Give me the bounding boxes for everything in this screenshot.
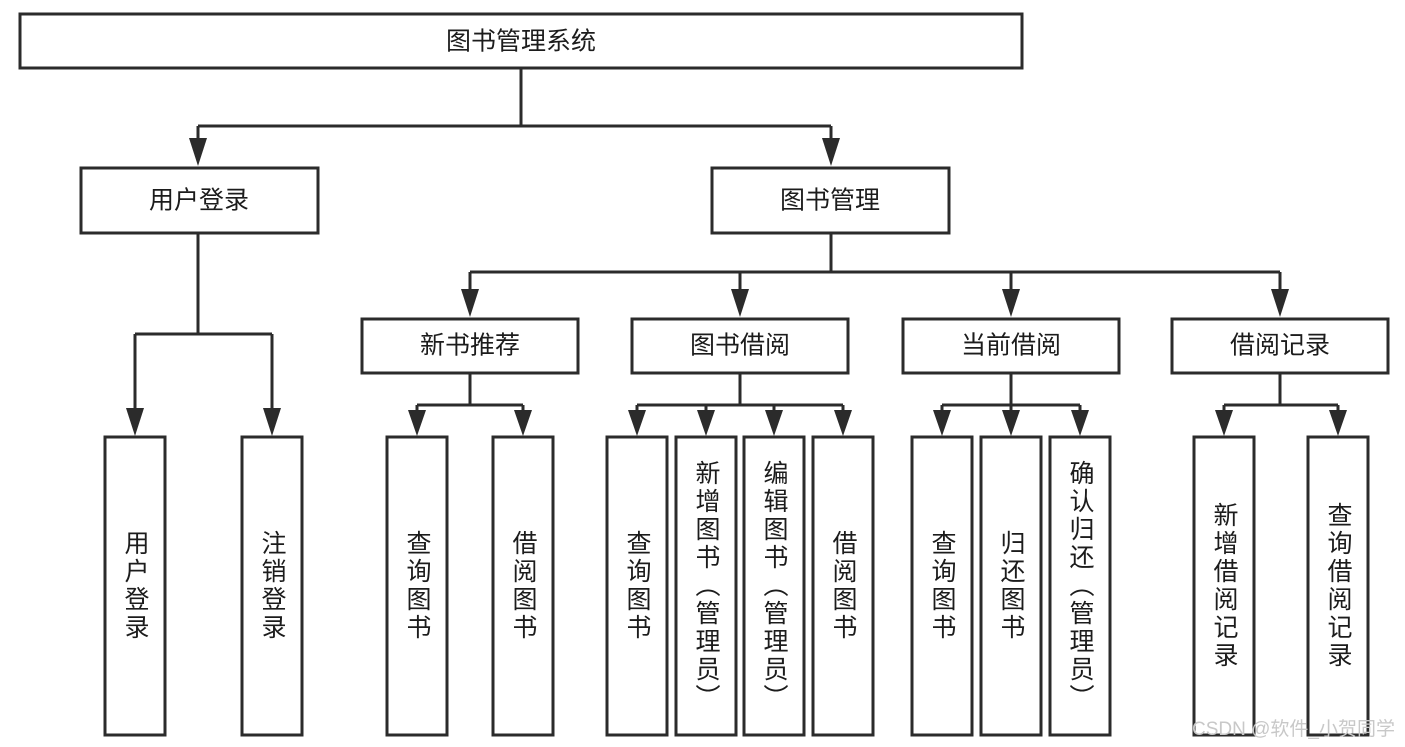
leaf-new-book-2-box[interactable] (491, 435, 555, 737)
leaf-book-borrow-2[interactable]: 新增图书（管理员） (674, 435, 738, 737)
leaf-current-borrow-3-label: 确认归还（管理员） (1066, 460, 1095, 712)
leaf-book-borrow-2-label: 新增图书（管理员） (692, 460, 721, 712)
leaf-user-login-2-label: 注销登录 (258, 530, 287, 642)
leaf-user-login-1[interactable]: 用户登录 (103, 435, 167, 737)
leaf-book-borrow-4-box[interactable] (811, 435, 875, 737)
arrow-head-icon (126, 408, 144, 436)
node-root[interactable]: 图书管理系统 (18, 12, 1024, 70)
node-user-login-label: 用户登录 (149, 187, 249, 215)
arrow-head-icon (1002, 289, 1020, 317)
leaf-user-login-2[interactable]: 注销登录 (240, 435, 304, 737)
leaf-current-borrow-1-label: 查询图书 (928, 530, 957, 642)
node-book-management-label: 图书管理 (780, 187, 880, 215)
node-current-borrow-label: 当前借阅 (961, 332, 1061, 360)
node-borrow-record-box[interactable] (1170, 317, 1390, 375)
leaf-new-book-1-box[interactable] (385, 435, 449, 737)
node-root-label: 图书管理系统 (446, 28, 596, 56)
node-current-borrow-box[interactable] (901, 317, 1121, 375)
arrow-head-icon (765, 410, 783, 436)
node-borrow-record-label: 借阅记录 (1230, 332, 1330, 360)
leaf-borrow-record-1-box[interactable] (1192, 435, 1256, 737)
arrow-head-icon (1271, 289, 1289, 317)
leaf-user-login-2-box[interactable] (240, 435, 304, 737)
leaf-current-borrow-2-box[interactable] (979, 435, 1043, 737)
leaf-borrow-record-1-label: 新增借阅记录 (1210, 502, 1239, 670)
leaf-book-borrow-4[interactable]: 借阅图书 (811, 435, 875, 737)
leaf-user-login-1-box[interactable] (103, 435, 167, 737)
node-new-book-recommend[interactable]: 新书推荐 (360, 317, 580, 375)
leaf-book-borrow-1[interactable]: 查询图书 (605, 435, 669, 737)
arrow-head-icon (1071, 410, 1089, 436)
arrow-head-icon (731, 289, 749, 317)
arrow-head-icon (1329, 410, 1347, 436)
node-new-book-recommend-label: 新书推荐 (420, 332, 520, 360)
node-book-management[interactable]: 图书管理 (710, 166, 951, 235)
arrow-head-icon (933, 410, 951, 436)
connector-layer (126, 68, 1347, 436)
leaf-book-borrow-4-label: 借阅图书 (829, 530, 858, 642)
leaf-borrow-record-2-label: 查询借阅记录 (1324, 502, 1353, 670)
leaf-current-borrow-2[interactable]: 归还图书 (979, 435, 1043, 737)
leaf-current-borrow-3-box[interactable] (1048, 435, 1112, 737)
arrow-head-icon (1215, 410, 1233, 436)
arrow-head-icon (263, 408, 281, 436)
arrow-head-icon (189, 138, 207, 166)
leaf-current-borrow-1[interactable]: 查询图书 (910, 435, 974, 737)
node-user-login-box[interactable] (79, 166, 320, 235)
node-current-borrow[interactable]: 当前借阅 (901, 317, 1121, 375)
leaf-current-borrow-1-box[interactable] (910, 435, 974, 737)
node-borrow-record[interactable]: 借阅记录 (1170, 317, 1390, 375)
leaf-new-book-2-label: 借阅图书 (509, 530, 538, 642)
node-book-borrow[interactable]: 图书借阅 (630, 317, 850, 375)
arrow-head-icon (822, 138, 840, 166)
arrow-head-icon (628, 410, 646, 436)
leaf-book-borrow-3-label: 编辑图书（管理员） (760, 460, 789, 712)
arrow-head-icon (461, 289, 479, 317)
leaf-book-borrow-1-box[interactable] (605, 435, 669, 737)
node-new-book-recommend-box[interactable] (360, 317, 580, 375)
leaf-user-login-1-label: 用户登录 (121, 530, 150, 642)
node-book-borrow-label: 图书借阅 (690, 332, 790, 360)
leaf-book-borrow-2-box[interactable] (674, 435, 738, 737)
leaf-book-borrow-1-label: 查询图书 (623, 530, 652, 642)
arrow-head-icon (514, 410, 532, 436)
node-user-login[interactable]: 用户登录 (79, 166, 320, 235)
arrow-head-icon (408, 410, 426, 436)
leaf-new-book-1[interactable]: 查询图书 (385, 435, 449, 737)
node-book-borrow-box[interactable] (630, 317, 850, 375)
leaf-new-book-1-label: 查询图书 (403, 530, 432, 642)
arrow-head-icon (834, 410, 852, 436)
leaf-new-book-2[interactable]: 借阅图书 (491, 435, 555, 737)
leaf-current-borrow-3[interactable]: 确认归还（管理员） (1048, 435, 1112, 737)
node-root-box[interactable] (18, 12, 1024, 70)
arrow-head-icon (1002, 410, 1020, 436)
node-book-management-box[interactable] (710, 166, 951, 235)
leaf-borrow-record-1[interactable]: 新增借阅记录 (1192, 435, 1256, 737)
leaf-book-borrow-3-box[interactable] (742, 435, 806, 737)
leaf-book-borrow-3[interactable]: 编辑图书（管理员） (742, 435, 806, 737)
leaf-borrow-record-2-box[interactable] (1306, 435, 1370, 737)
watermark-label: CSDN @软件_小贺同学 (1192, 718, 1395, 740)
leaf-current-borrow-2-label: 归还图书 (997, 530, 1026, 642)
leaf-borrow-record-2[interactable]: 查询借阅记录 (1306, 435, 1370, 737)
arrow-head-icon (697, 410, 715, 436)
